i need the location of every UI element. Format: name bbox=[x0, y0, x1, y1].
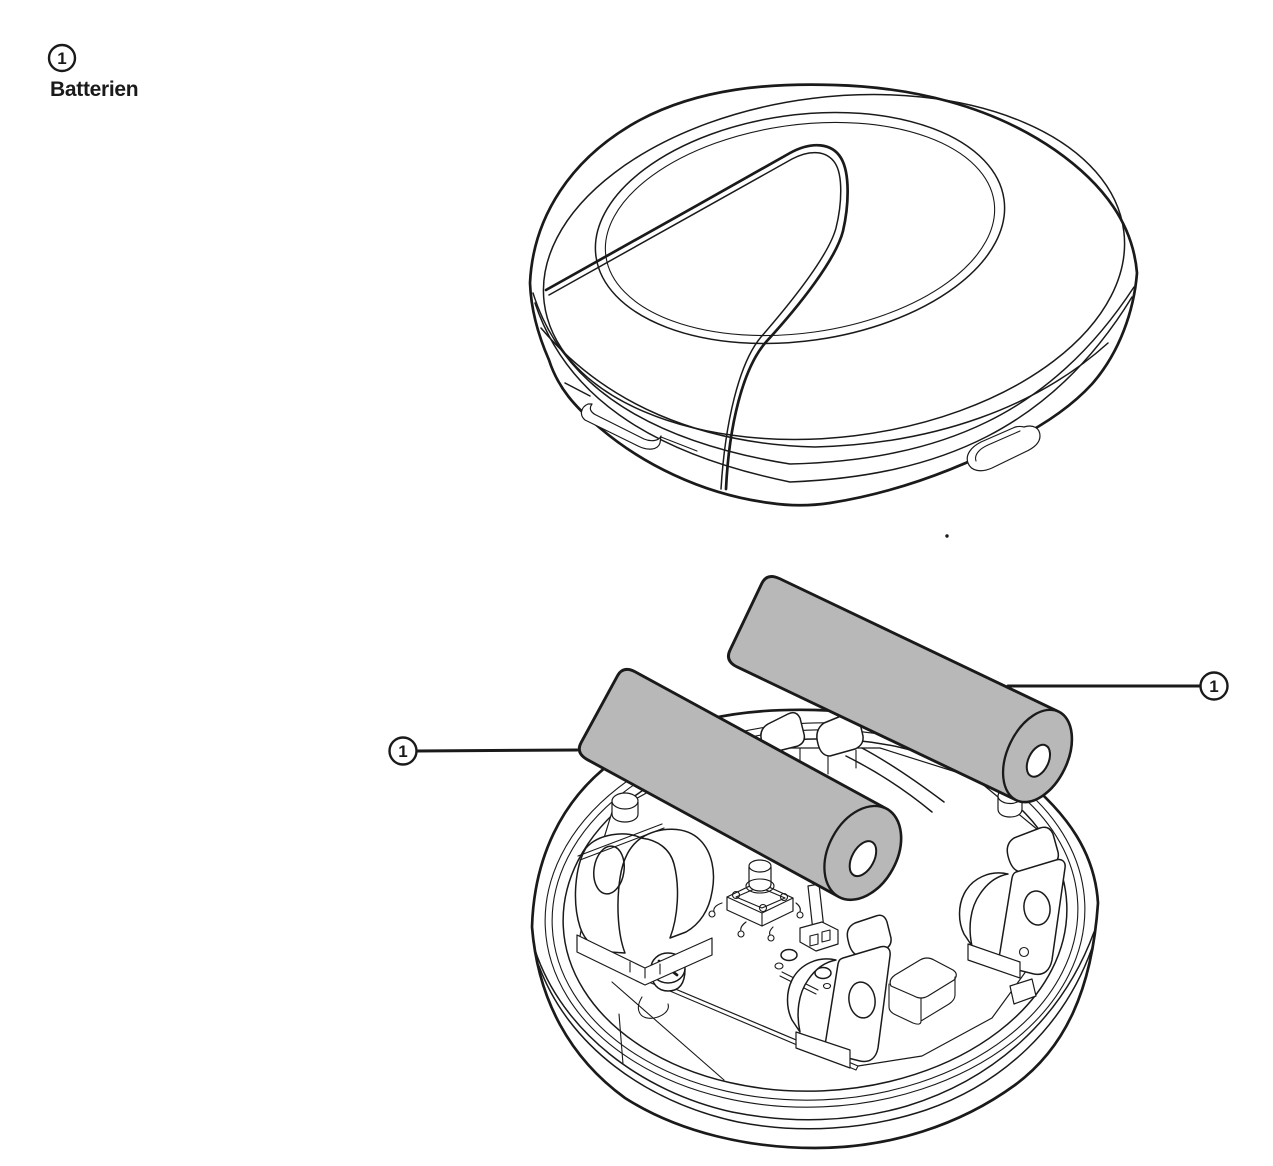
clip-right-base bbox=[967, 943, 1021, 979]
callout-right-number: 1 bbox=[1209, 677, 1218, 696]
tact-leg-loop bbox=[796, 911, 804, 919]
clip-right-hole bbox=[1023, 890, 1051, 926]
legend-label: Batterien bbox=[50, 78, 138, 101]
pcb-pad bbox=[822, 982, 832, 990]
battery-left bbox=[577, 667, 903, 902]
battery-clip-top bbox=[760, 711, 945, 813]
pcb-pad bbox=[774, 962, 784, 970]
tact-leg-loop bbox=[708, 910, 716, 918]
clip-bottom-plate bbox=[824, 945, 891, 1063]
device-base bbox=[530, 708, 1100, 1150]
peg-top bbox=[611, 792, 639, 810]
cover-silhouette bbox=[528, 83, 1139, 507]
tact-corner bbox=[758, 903, 768, 913]
tact-corner bbox=[731, 890, 741, 900]
legend-ref-circle bbox=[47, 43, 77, 73]
base-rim-ring-2 bbox=[551, 729, 1079, 1101]
cover-clip-right-hook bbox=[966, 425, 1041, 472]
cover-clip-left bbox=[564, 382, 698, 452]
base-rim-ring-1 bbox=[544, 722, 1086, 1108]
cover-seam-outer bbox=[544, 144, 849, 491]
tact-leg-loop bbox=[737, 930, 745, 938]
tact-corner bbox=[779, 892, 789, 902]
tact-button-collar bbox=[745, 878, 775, 894]
post-peg-left bbox=[611, 792, 639, 823]
box-top bbox=[889, 957, 957, 999]
legend: 1 Batterien bbox=[47, 43, 139, 101]
box-front bbox=[888, 976, 956, 1025]
tact-leg bbox=[795, 902, 801, 913]
base-rim-edge bbox=[534, 931, 1095, 1121]
tact-leg bbox=[740, 921, 747, 932]
tact-switch bbox=[708, 859, 804, 942]
base-rim-ring-3 bbox=[562, 738, 1068, 1092]
callout-left-number: 1 bbox=[398, 742, 407, 761]
device-cover bbox=[528, 83, 1139, 538]
cover-clip-right bbox=[966, 425, 1041, 472]
floor-rib bbox=[611, 981, 725, 1081]
clip-right-lower-tab bbox=[1009, 978, 1037, 1005]
legend-ref-number: 1 bbox=[57, 49, 66, 68]
cover-side-line-1 bbox=[532, 286, 1135, 465]
battery-left-terminal bbox=[848, 840, 878, 878]
callout-left-circle bbox=[388, 736, 418, 766]
callout-right-circle bbox=[1199, 671, 1229, 701]
cover-seam-inner bbox=[548, 151, 842, 490]
tact-button-top bbox=[748, 859, 772, 873]
clip-bottom-arm bbox=[786, 958, 837, 1033]
tact-top-edges bbox=[726, 896, 794, 927]
cover-dome-edge-outer bbox=[594, 111, 1006, 345]
clip-left-wire bbox=[577, 823, 665, 861]
base-wall-line bbox=[538, 947, 1093, 1130]
pcb-pad bbox=[780, 948, 798, 962]
battery-right bbox=[727, 575, 1074, 804]
battery-right-terminal bbox=[1025, 743, 1052, 778]
cover-clip-left-edge bbox=[660, 436, 698, 452]
clip-bottom-hole bbox=[848, 981, 876, 1019]
cover-side-line-2 bbox=[534, 296, 1133, 483]
battery-clip-bottom bbox=[786, 914, 892, 1069]
callout-left: 1 bbox=[388, 736, 579, 766]
tact-leg bbox=[769, 926, 774, 936]
battery-clip-right bbox=[958, 826, 1066, 1005]
pcb-notch bbox=[637, 996, 669, 1019]
callout-right: 1 bbox=[1006, 671, 1229, 701]
pcb-pad bbox=[814, 966, 832, 980]
cover-step-left bbox=[564, 382, 591, 397]
cover-rim-inner-line bbox=[542, 93, 1126, 441]
clip-left-hole bbox=[593, 845, 625, 895]
clip-right-plate bbox=[998, 858, 1066, 976]
led-pipe bbox=[799, 883, 839, 952]
clip-left-arch bbox=[640, 828, 715, 939]
cover-clip-right-inner bbox=[975, 430, 1021, 462]
tact-leg-loop bbox=[767, 934, 775, 942]
clip-right-arm bbox=[958, 872, 1009, 947]
floor-seam bbox=[618, 1013, 624, 1065]
tact-top-inset bbox=[735, 886, 786, 909]
callout-left-line bbox=[415, 748, 579, 753]
led-socket-holes bbox=[809, 929, 831, 947]
clip-bottom-base bbox=[795, 1031, 851, 1069]
component-box bbox=[888, 957, 957, 1025]
clip-top-band bbox=[845, 747, 945, 813]
battery-clip-left bbox=[574, 792, 715, 986]
cover-clip-left-band bbox=[580, 403, 662, 450]
stray-dot bbox=[945, 534, 949, 538]
clip-left-notches bbox=[629, 961, 661, 979]
clip-right-rivet bbox=[1018, 946, 1030, 958]
